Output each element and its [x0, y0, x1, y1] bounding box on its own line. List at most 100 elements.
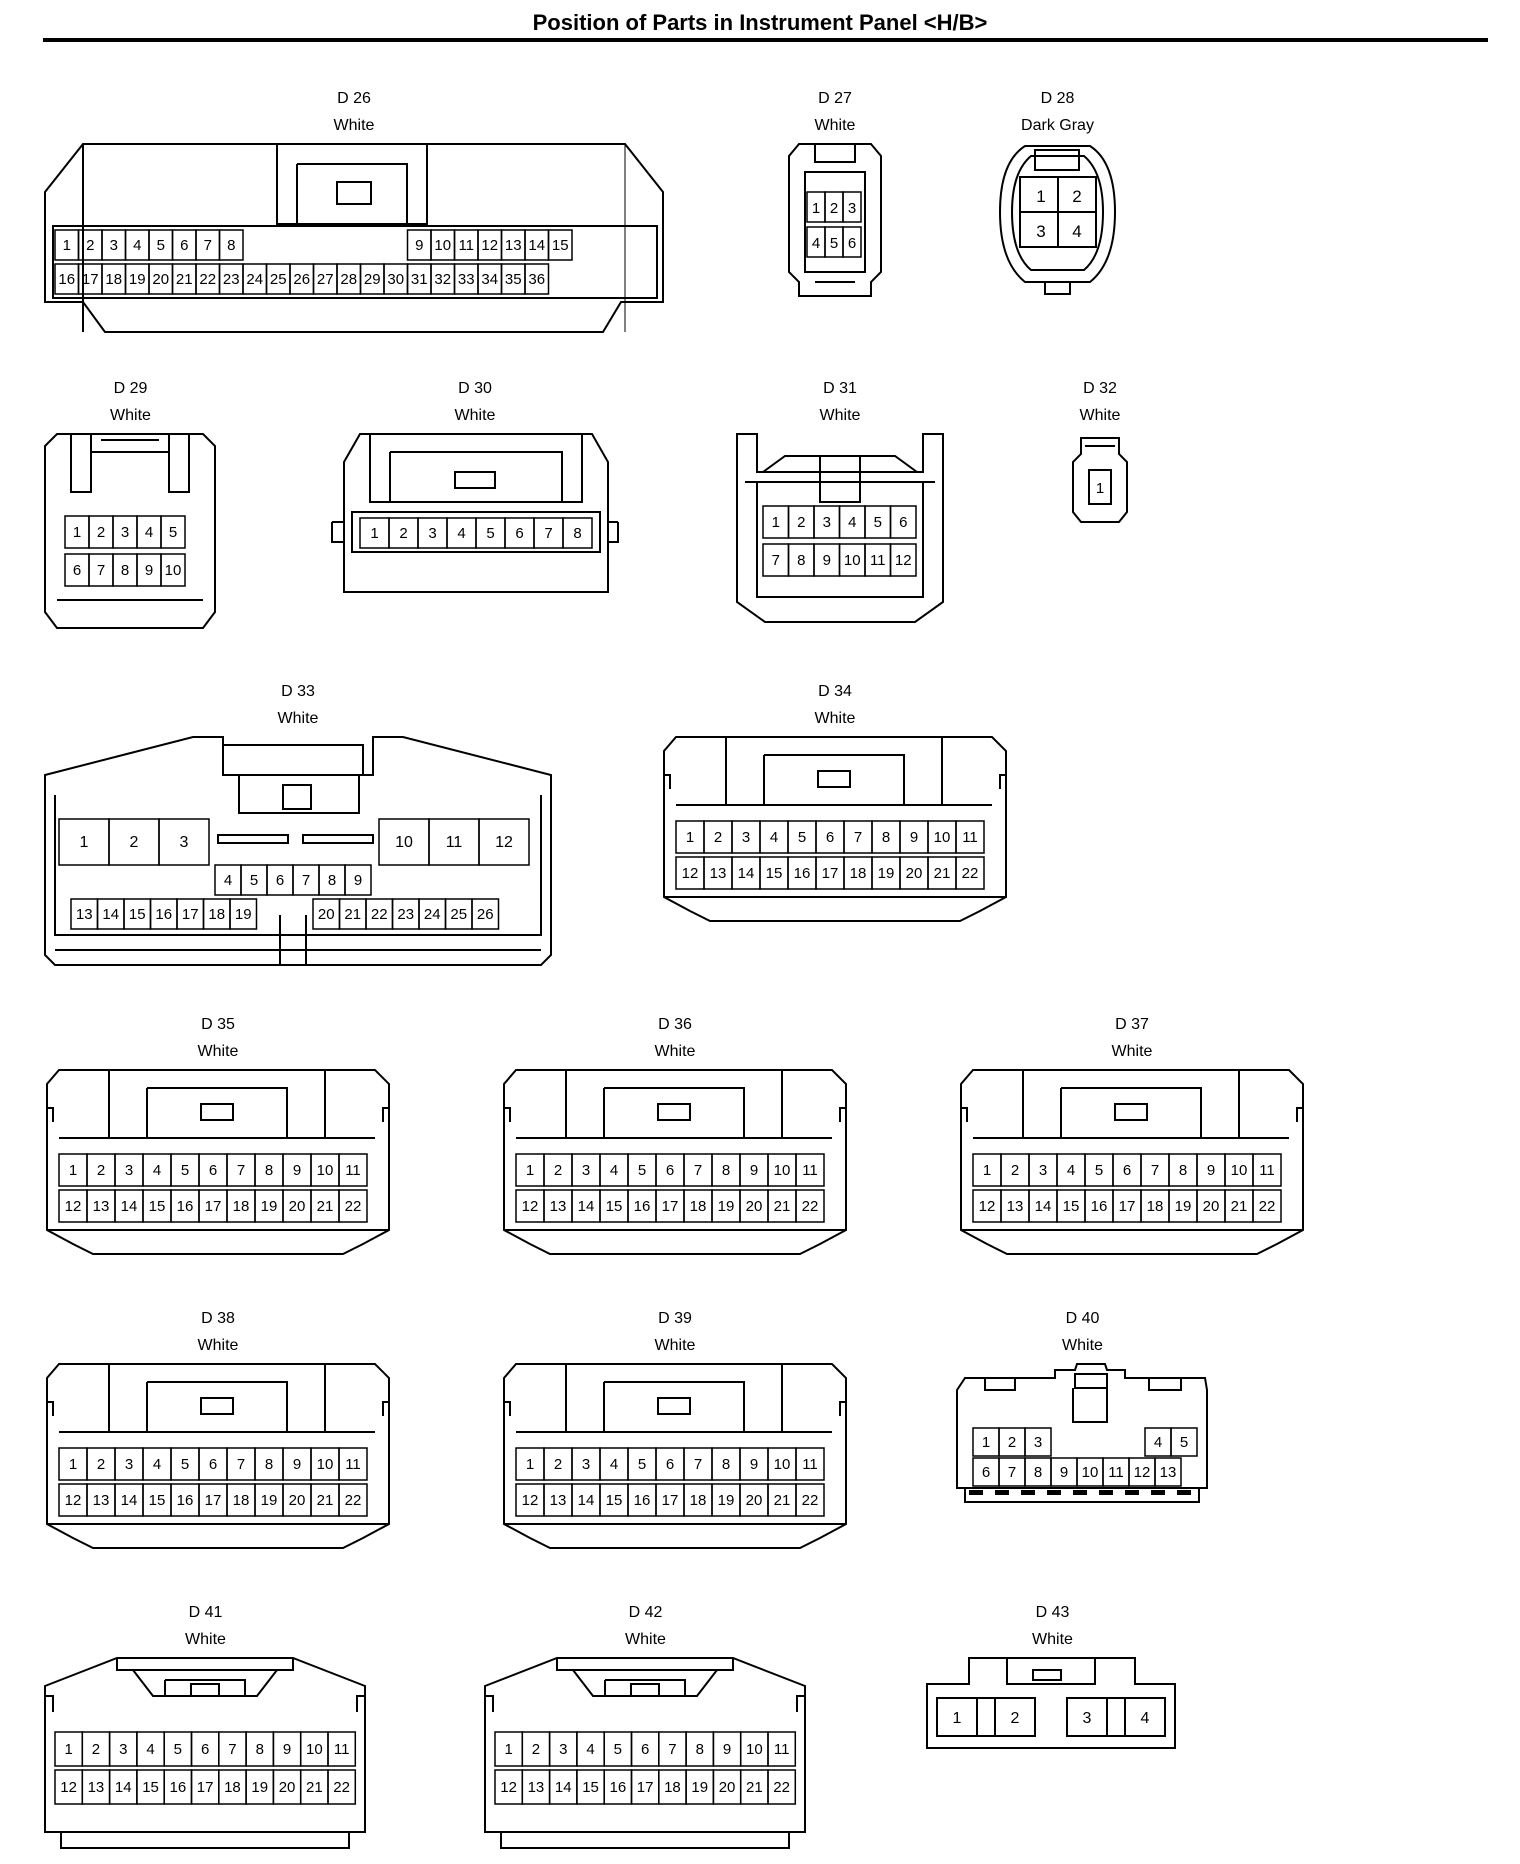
- pin-label: 13: [93, 1492, 110, 1509]
- pin-label: 24: [246, 271, 263, 288]
- pin-label: 10: [934, 829, 951, 846]
- pin-label: 14: [102, 906, 119, 923]
- pin-label: 10: [306, 1741, 323, 1758]
- pin-label: 10: [1231, 1162, 1248, 1179]
- pin-cell: [338, 1189, 368, 1223]
- pin-label: 22: [1259, 1198, 1276, 1215]
- pin-label: 2: [97, 524, 105, 541]
- pin-label: 32: [434, 271, 451, 288]
- pin-label: 10: [1082, 1464, 1099, 1481]
- pin-label: 16: [634, 1492, 651, 1509]
- pin-label: 2: [554, 1456, 562, 1473]
- pin-label: 19: [878, 865, 895, 882]
- pin-label: 19: [235, 906, 252, 923]
- pin-label: 18: [690, 1198, 707, 1215]
- connector-color: White: [625, 1631, 666, 1648]
- pin-label: 18: [1147, 1198, 1164, 1215]
- pin-label: 27: [317, 271, 334, 288]
- pin-label: 6: [209, 1456, 217, 1473]
- pin-label: 22: [773, 1779, 790, 1796]
- pin-label: 9: [283, 1741, 291, 1758]
- pin-label: 6: [1123, 1162, 1131, 1179]
- pin-label: 12: [481, 237, 498, 254]
- pin-label: 9: [293, 1456, 301, 1473]
- pin-label: 16: [177, 1492, 194, 1509]
- pin-label: 4: [610, 1456, 618, 1473]
- pin-cell: [160, 515, 186, 549]
- pin-label: 9: [145, 562, 153, 579]
- pin-cell: [338, 1153, 368, 1187]
- pin-label: 8: [722, 1162, 730, 1179]
- pin-label: 21: [306, 1779, 323, 1796]
- pin-label: 19: [129, 271, 146, 288]
- pin-cell: [1252, 1189, 1282, 1223]
- pin-label: 18: [224, 1779, 241, 1796]
- pin-label: 5: [830, 235, 838, 252]
- pin-label: 17: [197, 1779, 214, 1796]
- pin-label: 19: [691, 1779, 708, 1796]
- pin-label: 20: [289, 1198, 306, 1215]
- pin-label: 20: [906, 865, 923, 882]
- pin-label: 2: [554, 1162, 562, 1179]
- pin-label: 8: [265, 1162, 273, 1179]
- pin-label: 12: [500, 1779, 517, 1796]
- connector-id: D 26: [337, 90, 371, 107]
- connector-color: White: [197, 1043, 239, 1060]
- pin-label: 1: [1096, 480, 1104, 497]
- pin-label: 19: [251, 1779, 268, 1796]
- pin-label: 17: [82, 271, 99, 288]
- pin-label: 25: [450, 906, 467, 923]
- pin-label: 15: [149, 1492, 166, 1509]
- pin-label: 5: [157, 237, 165, 254]
- pin-label: 5: [174, 1741, 182, 1758]
- pin-label: 13: [76, 906, 93, 923]
- pin-label: 22: [333, 1779, 350, 1796]
- pin-cell: [160, 553, 186, 587]
- pin-label: 14: [115, 1779, 132, 1796]
- pin-label: 34: [481, 271, 498, 288]
- pin-label: 18: [664, 1779, 681, 1796]
- connector-d43: D 43 White 1 2 3 4: [925, 1604, 1180, 1754]
- pin-label: 11: [774, 1741, 790, 1758]
- pin-label: 3: [1083, 1710, 1092, 1727]
- pin-label: 19: [718, 1198, 735, 1215]
- pin-label: 5: [798, 829, 806, 846]
- pin-label: 16: [610, 1779, 627, 1796]
- pin-label: 21: [774, 1492, 791, 1509]
- connector-id: D 38: [201, 1310, 235, 1327]
- pin-label: 4: [224, 872, 232, 889]
- pin-label: 3: [742, 829, 750, 846]
- connector-id: D 39: [658, 1310, 692, 1327]
- pin-label: 18: [233, 1492, 250, 1509]
- pin-label: 21: [344, 906, 361, 923]
- pin-cell: [767, 1769, 797, 1805]
- pin-label: 21: [317, 1198, 334, 1215]
- pin-label: 2: [797, 514, 805, 531]
- pin-label: 4: [812, 235, 820, 252]
- pin-cell: [338, 1447, 368, 1481]
- pin-label: 2: [1011, 1710, 1020, 1727]
- pin-label: 17: [662, 1492, 679, 1509]
- pin-label: 17: [637, 1779, 654, 1796]
- pin-label: 7: [668, 1741, 676, 1758]
- pin-label: 14: [121, 1198, 138, 1215]
- pin-label: 8: [265, 1456, 273, 1473]
- pin-label: 12: [495, 834, 513, 851]
- pin-label: 7: [544, 525, 552, 542]
- pin-label: 4: [145, 524, 153, 541]
- pin-label: 10: [165, 562, 182, 579]
- pin-label: 13: [1007, 1198, 1024, 1215]
- pin-label: 20: [279, 1779, 296, 1796]
- pin-label: 3: [582, 1456, 590, 1473]
- page-title: Position of Parts in Instrument Panel <H…: [532, 10, 988, 35]
- pin-label: 11: [1108, 1464, 1124, 1481]
- pin-label: 5: [181, 1456, 189, 1473]
